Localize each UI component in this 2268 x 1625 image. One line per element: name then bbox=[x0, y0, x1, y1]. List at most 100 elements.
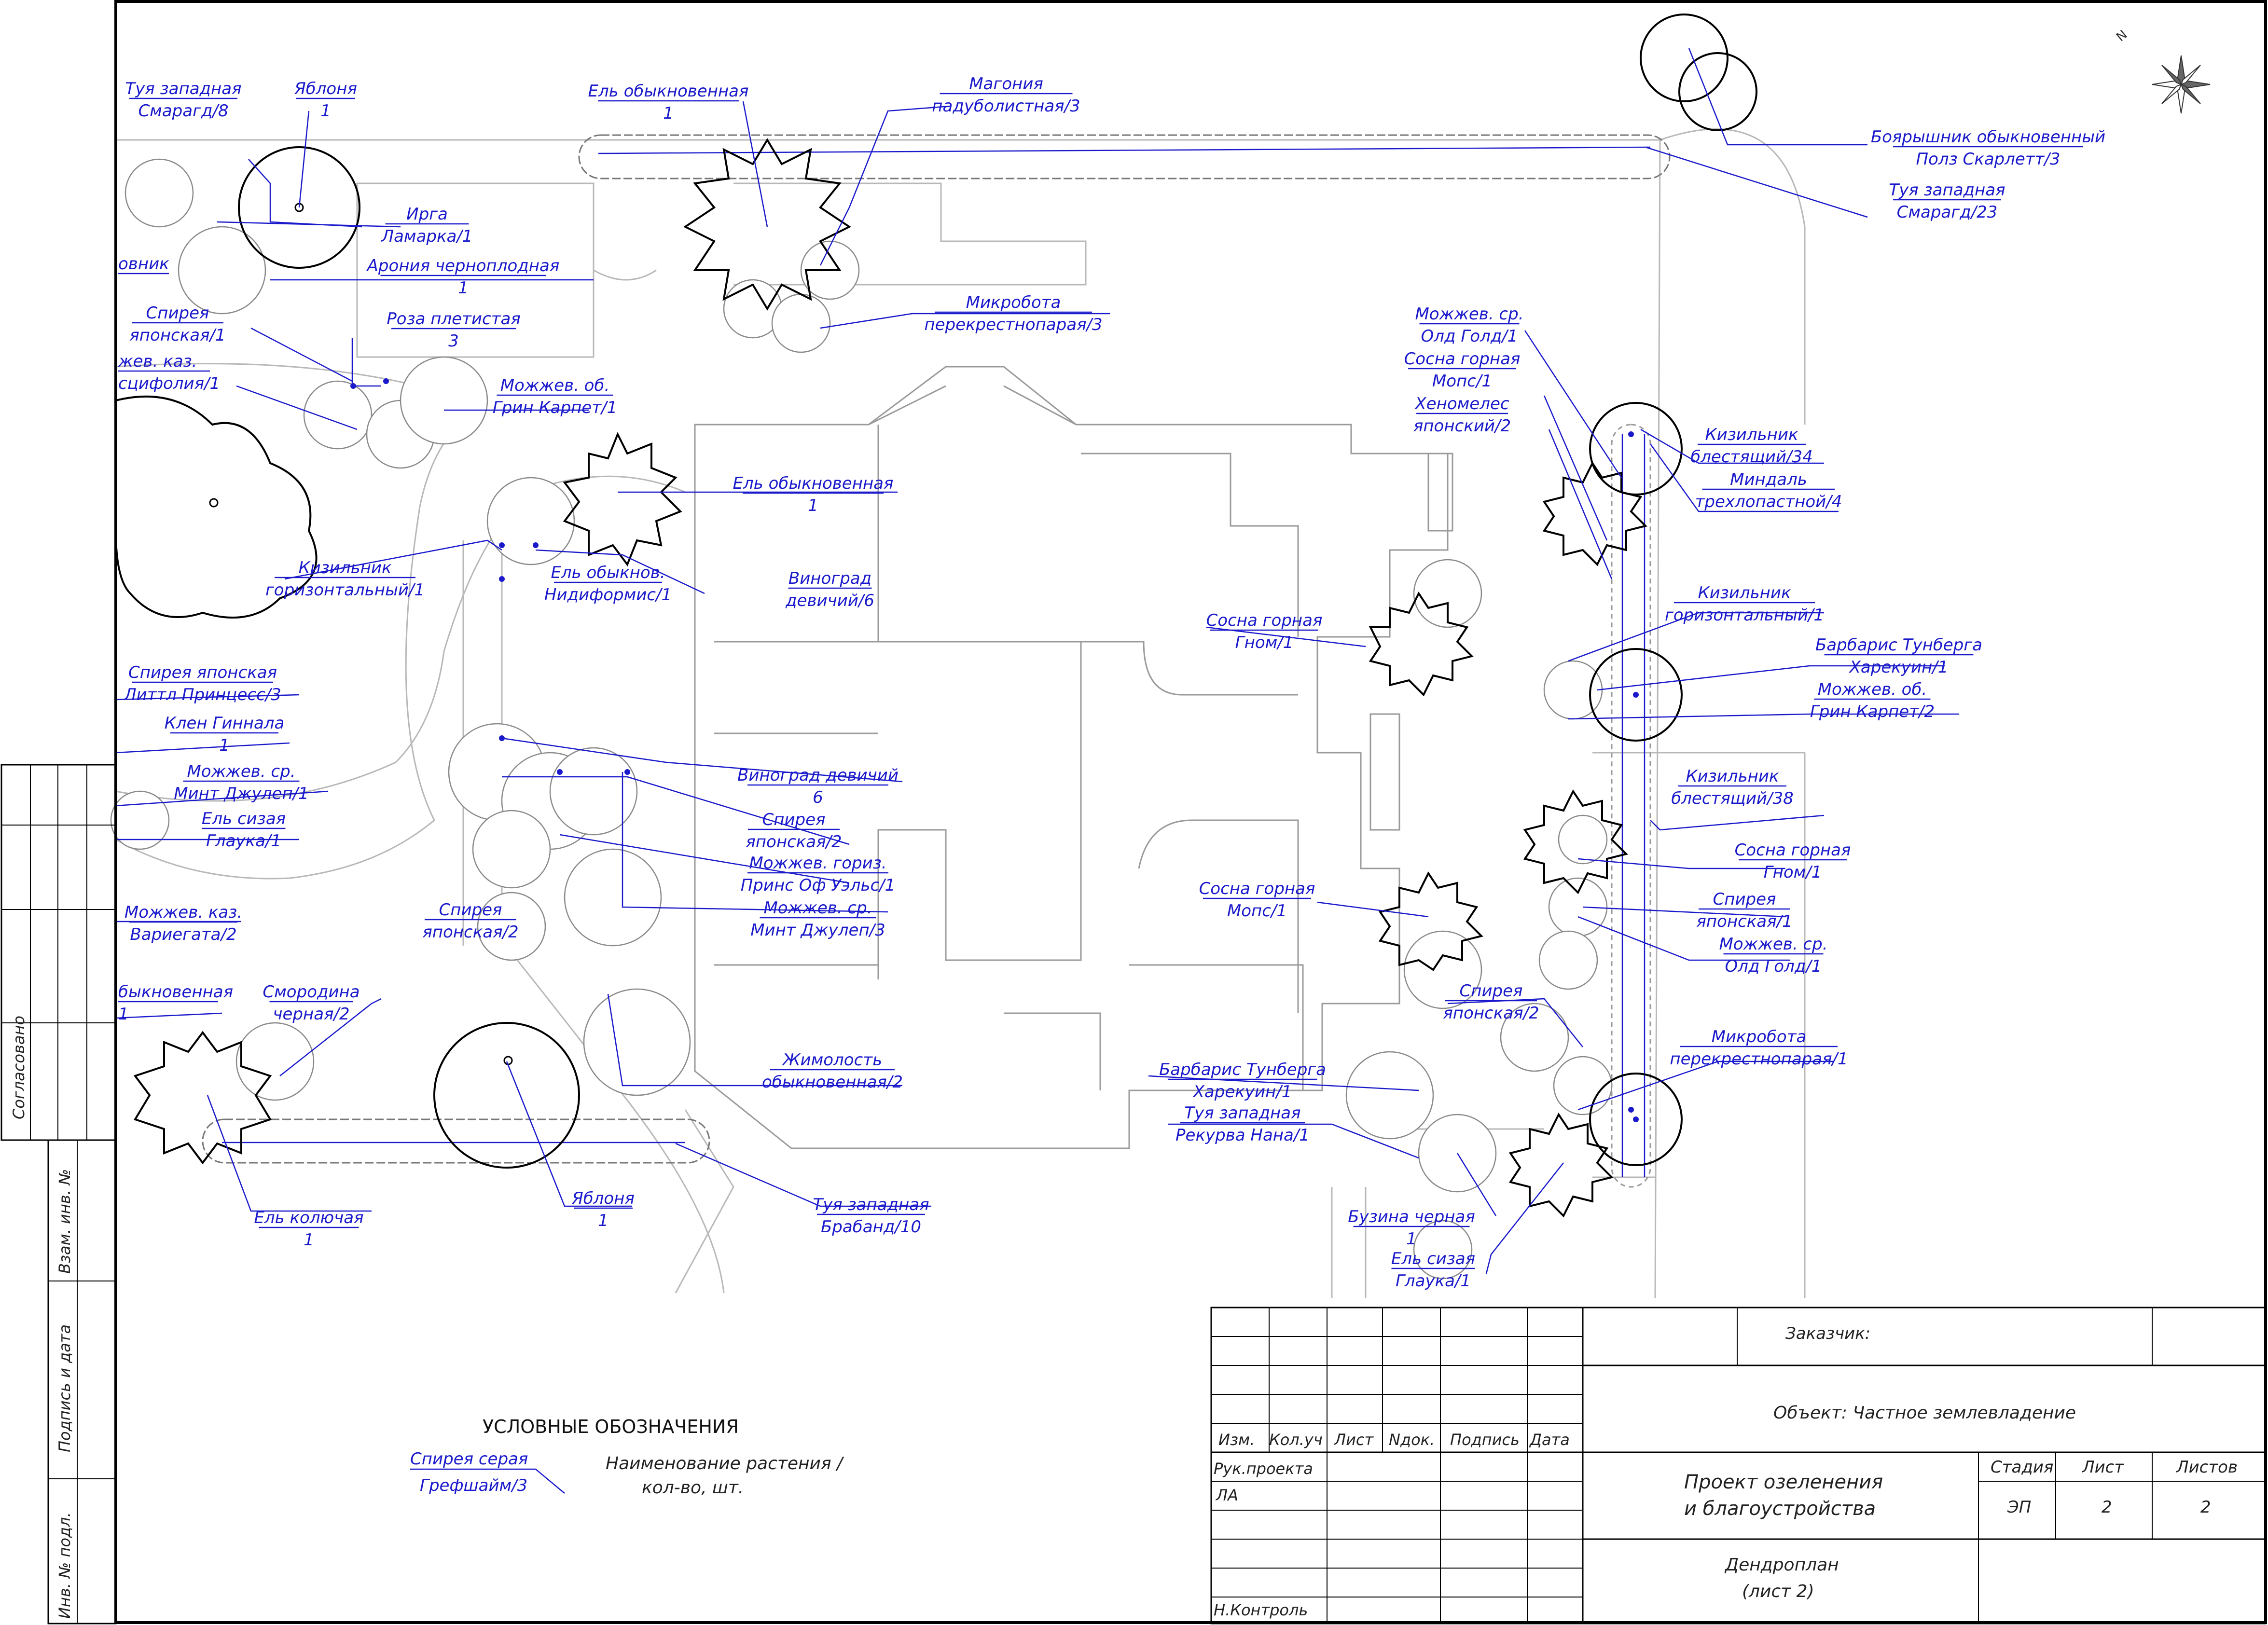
tb-n-kontrol: Н.Контроль bbox=[1214, 1601, 1308, 1619]
plant-label-line: Ель обыкновенная bbox=[588, 82, 749, 101]
plant-label-line: Глаука/1 bbox=[206, 831, 281, 851]
plant-label-line: Арония черноплодная bbox=[366, 256, 560, 275]
plant-label-line: быкновенная bbox=[118, 982, 233, 1002]
plant-label-el-nidiformis: Ель обыкнов.Нидиформис/1 bbox=[544, 563, 672, 605]
plant-label-mozh-kaz-var: Можжев. каз.Вариегата/2 bbox=[124, 903, 242, 944]
plant-label-line: Гном/1 bbox=[1764, 863, 1822, 882]
plant-label-line: Можжев. ср. bbox=[763, 898, 872, 918]
plant-label-line: японская/1 bbox=[129, 326, 225, 345]
tb-col-kol: Кол.уч bbox=[1269, 1431, 1323, 1449]
plant-label-line: Боярышник обыкновенный bbox=[1871, 127, 2105, 147]
plant-label-line: Принс Оф Уэльс/1 bbox=[741, 876, 896, 895]
tb-col-izm: Изм. bbox=[1218, 1431, 1255, 1449]
house-outline bbox=[694, 366, 1453, 1149]
plant-label-line: японская/1 bbox=[1696, 912, 1792, 931]
plant-label-line: Мопс/1 bbox=[1432, 372, 1492, 391]
plant-label-line: 3 bbox=[448, 331, 459, 351]
title-block: Заказчик: Объект: Частное землевладение … bbox=[1210, 1307, 2267, 1625]
stamp-podpis-data: Подпись и дата bbox=[55, 1324, 74, 1452]
tb-list-value: 2 bbox=[2102, 1498, 2112, 1517]
plant-label-line: Виноград bbox=[788, 569, 871, 588]
plant-label-line: Минт Джулеп/3 bbox=[750, 921, 885, 940]
plant-label-line: Можжев. гориз. bbox=[749, 854, 886, 873]
plant-label-mozh-goriz-prins: Можжев. гориз. Принс Оф Уэльс/1 bbox=[741, 854, 896, 895]
plant-label-line: Кизильник bbox=[1705, 425, 1798, 444]
plant-label-line: блестящий/34 bbox=[1690, 447, 1813, 467]
plant-label-line: Смородина bbox=[263, 982, 360, 1002]
stamp-inv-podl: Инв. № подл. bbox=[55, 1512, 74, 1619]
plant-label-line: Грин Карпет/1 bbox=[493, 398, 617, 417]
plant-label-line: перекрестнопарая/3 bbox=[924, 315, 1102, 334]
tb-sheet-line2: (лист 2) bbox=[1742, 1582, 1814, 1601]
tb-list-label: Лист bbox=[2081, 1458, 2124, 1477]
plant-label-line: девичий/6 bbox=[785, 591, 874, 610]
plant-label-line: Олд Голд/1 bbox=[1421, 327, 1518, 346]
plant-label-line: Сосна горная bbox=[1404, 349, 1521, 369]
plant-label-line: Можжев. об. bbox=[500, 376, 610, 395]
plant-label-spireya-yap-2b: Спирея японская/2 bbox=[422, 900, 518, 942]
plant-label-line: Спирея bbox=[146, 303, 209, 323]
plant-label-line: 1 bbox=[219, 736, 230, 755]
plant-label-line: Вариегата/2 bbox=[130, 925, 236, 944]
tb-project-line1: Проект озеленения bbox=[1684, 1471, 1883, 1493]
plant-label-line: Ламарка/1 bbox=[381, 227, 473, 246]
plant-label-line: горизонтальный/1 bbox=[1665, 606, 1824, 625]
plant-label-line: Сосна горная bbox=[1199, 879, 1315, 898]
plant-label-mikrobota-3: Микробота перекрестнопарая/3 bbox=[924, 293, 1102, 334]
plant-label-line: 1 bbox=[808, 496, 818, 515]
plant-label-line: японская/2 bbox=[422, 923, 518, 942]
stamp-vzam-inv: Взам. инв. № bbox=[55, 1169, 74, 1274]
plant-label-line: сцифолия/1 bbox=[118, 374, 220, 393]
plant-label-line: трехлопастной/4 bbox=[1695, 492, 1842, 511]
garden-paths bbox=[115, 128, 1806, 1298]
tb-project-line2: и благоустройства bbox=[1684, 1498, 1876, 1520]
plant-label-line: Хеномелес bbox=[1414, 394, 1509, 413]
plant-label-line: Ель обыкнов. bbox=[551, 563, 665, 582]
plant-label-line: Барбарис Тунберга bbox=[1159, 1060, 1326, 1079]
plant-label-line: Мопс/1 bbox=[1227, 901, 1287, 921]
plant-label-line: Спирея bbox=[1459, 981, 1522, 1001]
plant-label-line: Жимолость bbox=[782, 1050, 882, 1070]
plant-label-line: Олд Голд/1 bbox=[1725, 957, 1822, 976]
plant-label-line: Брабанд/10 bbox=[821, 1217, 921, 1237]
tb-sheet-line1: Дендроплан bbox=[1724, 1555, 1839, 1575]
plant-label-mozh-sr-mint-1: Можжев. ср.Минт Джулеп/1 bbox=[174, 762, 309, 803]
plant-label-line: 1 bbox=[118, 1005, 129, 1024]
plant-label-line: Яблоня bbox=[294, 79, 357, 98]
plant-label-line: Гном/1 bbox=[1235, 633, 1294, 652]
plant-label-line: Спирея bbox=[439, 900, 502, 920]
trees bbox=[115, 14, 1757, 1218]
plant-label-line: черная/2 bbox=[273, 1005, 349, 1024]
plant-label-line: Барбарис Тунберга bbox=[1815, 635, 1982, 655]
plant-label-trovnik: овник bbox=[118, 254, 169, 275]
tb-stadiya-label: Стадия bbox=[1991, 1458, 2053, 1477]
plant-label-line: Микробота bbox=[966, 293, 1061, 312]
plant-label-line: Можжев. ср. bbox=[1719, 935, 1827, 954]
plant-label-line: Можжев. ср. bbox=[187, 762, 295, 781]
tb-la: ЛА bbox=[1216, 1486, 1238, 1504]
plant-label-line: Туя западная bbox=[813, 1195, 929, 1214]
tb-zakazchik: Заказчик: bbox=[1785, 1324, 1870, 1343]
tb-stadiya-value: ЭП bbox=[2007, 1498, 2031, 1517]
plant-label-line: Сосна горная bbox=[1735, 840, 1851, 860]
plant-label-line: Полз Скарлетт/3 bbox=[1916, 150, 2060, 169]
plant-label-line: Ель обыкновенная bbox=[733, 474, 894, 493]
plant-label-line: Ель колючая bbox=[254, 1208, 363, 1227]
